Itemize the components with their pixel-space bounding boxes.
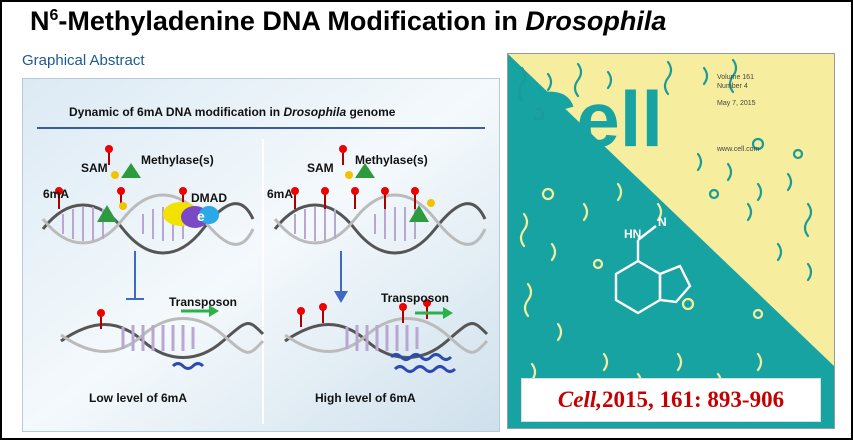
methylase-label-right: Methylase(s) <box>355 153 428 167</box>
methyl-marks-top-left <box>55 187 187 209</box>
graphical-abstract-panel: e <box>22 78 500 432</box>
cover-journal-logo: Cell <box>520 75 663 163</box>
sam-label-right: SAM <box>307 161 334 175</box>
cover-nh-label: N <box>658 215 667 229</box>
citation-box: Cell, 2015, 161: 893-906 <box>521 378 821 422</box>
abstract-diagram: e <box>23 79 499 431</box>
6ma-label-right: 6mA <box>267 187 294 201</box>
cover-squiggles-yellow <box>517 58 813 282</box>
transposon-label-left: Transposon <box>169 295 238 309</box>
abstract-header: Dynamic of 6mA DNA modification in Droso… <box>69 105 396 119</box>
dmad-enzyme: e <box>163 202 219 228</box>
cover-website: www.cell.com <box>717 146 760 153</box>
caption-low-level: Low level of 6mA <box>89 391 188 405</box>
dmad-label: DMAD <box>191 191 227 205</box>
6ma-label-left: 6mA <box>43 187 70 201</box>
citation-journal: Cell, <box>557 387 602 412</box>
cover-art: Cell N HN <box>508 54 834 428</box>
graphical-abstract-heading: Graphical Abstract <box>22 52 145 69</box>
cover-date: May 7, 2015 <box>717 100 756 107</box>
cover-volume: Volume 161 <box>717 74 754 81</box>
methylase-label-left: Methylase(s) <box>141 153 214 167</box>
sam-label-left: SAM <box>81 161 108 175</box>
dna-helix-bottom-right <box>284 299 489 373</box>
cover-number: Number 4 <box>717 83 748 90</box>
journal-cover: Cell N HN Volume 161 Number 4 May 7, 201… <box>507 53 835 429</box>
methylase-triangle-left <box>97 145 141 222</box>
cover-yellow-triangle <box>508 54 834 366</box>
transposon-label-right: Transposon <box>381 291 450 305</box>
cover-hn-label: HN <box>624 227 641 241</box>
methyl-marks-top-right <box>291 187 419 209</box>
adenine-structure <box>614 225 692 315</box>
caption-high-level: High level of 6mA <box>315 391 416 405</box>
dna-helix-bottom-left <box>60 305 265 370</box>
svg-text:e: e <box>197 208 205 224</box>
citation-details: 2015, 161: 893-906 <box>602 387 785 412</box>
methylase-triangle-right <box>339 145 435 222</box>
dna-helix-top-right <box>273 193 487 255</box>
paper-title: N6-Methyladenine DNA Modification in Dro… <box>30 6 667 36</box>
